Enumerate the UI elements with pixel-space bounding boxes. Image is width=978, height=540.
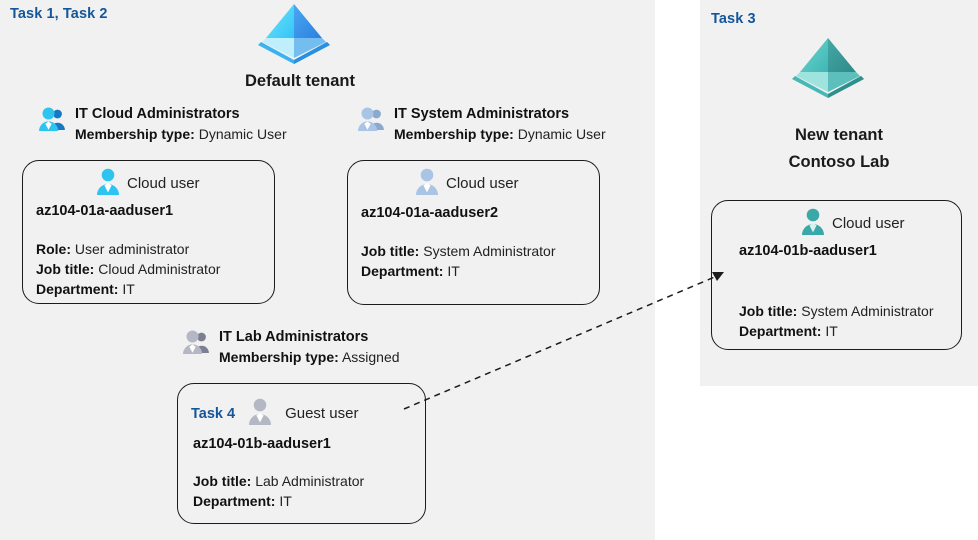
user-card-guest[interactable]: Task 4 Guest user az104-01b-aaduser1 Job…	[177, 383, 426, 524]
membership-value: Dynamic User	[198, 126, 287, 142]
azure-tenant-pyramid-icon-new	[792, 36, 864, 109]
user-card-aaduser2[interactable]: Cloud user az104-01a-aaduser2 Job title:…	[347, 160, 600, 305]
cloud-user-icon	[800, 207, 826, 240]
attr-row: Department: IT	[361, 261, 556, 281]
guest-user-icon	[247, 397, 273, 430]
attr-key: Role:	[36, 241, 71, 257]
user-attributes: Job title: System Administrator Departme…	[361, 241, 556, 281]
attr-value: Lab Administrator	[255, 473, 365, 489]
user-type-label: Cloud user	[127, 175, 200, 192]
task-label-3: Task 3	[711, 11, 756, 27]
group-users-icon	[182, 328, 212, 363]
attr-row: Job title: System Administrator	[361, 241, 556, 261]
user-name: az104-01b-aaduser1	[739, 243, 877, 259]
user-type-label: Cloud user	[832, 215, 905, 232]
attr-key: Department:	[739, 323, 822, 339]
attr-row: Role: User administrator	[36, 239, 220, 259]
default-tenant-caption: Default tenant	[244, 72, 355, 90]
attr-value: User administrator	[74, 241, 190, 257]
attr-row: Department: IT	[193, 491, 364, 511]
attr-value: System Administrator	[801, 303, 934, 319]
attr-row: Job title: Cloud Administrator	[36, 259, 220, 279]
group-it-lab-administrators: IT Lab Administrators Membership type: A…	[182, 328, 400, 366]
group-it-cloud-administrators: IT Cloud Administrators Membership type:…	[38, 105, 287, 143]
user-name: az104-01b-aaduser1	[193, 436, 331, 452]
user-card-aaduser1[interactable]: Cloud user az104-01a-aaduser1 Role: User…	[22, 160, 275, 304]
attr-value: IT	[825, 323, 838, 339]
attr-value: System Administrator	[423, 243, 556, 259]
card-header: Task 4 Guest user	[191, 397, 358, 430]
user-attributes: Job title: System Administrator Departme…	[739, 301, 934, 341]
user-type-label: Guest user	[285, 405, 359, 422]
attr-row: Department: IT	[739, 321, 934, 341]
cloud-user-icon	[414, 167, 440, 200]
attr-key: Job title:	[361, 243, 420, 259]
group-membership: Membership type: Dynamic User	[394, 125, 606, 143]
attr-value: IT	[447, 263, 460, 279]
attr-key: Department:	[361, 263, 444, 279]
attr-key: Job title:	[193, 473, 252, 489]
attr-value: Cloud Administrator	[98, 261, 221, 277]
group-name: IT Lab Administrators	[219, 329, 369, 345]
membership-key: Membership type:	[219, 349, 339, 365]
attr-key: Department:	[36, 281, 119, 297]
membership-key: Membership type:	[75, 126, 195, 142]
group-name: IT Cloud Administrators	[75, 106, 240, 122]
attr-value: IT	[122, 281, 135, 297]
new-tenant-caption-line2: Contoso Lab	[788, 153, 890, 171]
group-membership: Membership type: Assigned	[219, 348, 400, 366]
card-header: Cloud user	[800, 207, 905, 240]
task-label-4: Task 4	[191, 405, 236, 422]
membership-value: Assigned	[341, 349, 400, 365]
group-membership: Membership type: Dynamic User	[75, 125, 287, 143]
group-users-icon	[357, 105, 387, 140]
user-attributes: Job title: Lab Administrator Department:…	[193, 471, 364, 511]
attr-row: Department: IT	[36, 279, 220, 299]
card-header: Cloud user	[414, 167, 519, 200]
membership-key: Membership type:	[394, 126, 514, 142]
attr-row: Job title: System Administrator	[739, 301, 934, 321]
group-it-system-administrators: IT System Administrators Membership type…	[357, 105, 606, 143]
attr-key: Department:	[193, 493, 276, 509]
membership-value: Dynamic User	[517, 126, 606, 142]
azure-tenant-pyramid-icon	[258, 2, 330, 75]
attr-row: Job title: Lab Administrator	[193, 471, 364, 491]
cloud-user-icon	[95, 167, 121, 200]
group-users-icon	[38, 105, 68, 140]
user-name: az104-01a-aaduser2	[361, 205, 499, 221]
task-label-1-2: Task 1, Task 2	[10, 6, 108, 22]
group-name: IT System Administrators	[394, 106, 570, 122]
attr-key: Job title:	[739, 303, 798, 319]
user-type-label: Cloud user	[446, 175, 519, 192]
user-card-new-tenant-user[interactable]: Cloud user az104-01b-aaduser1 Job title:…	[711, 200, 962, 350]
user-attributes: Role: User administrator Job title: Clou…	[36, 239, 220, 299]
new-tenant-caption-line1: New tenant	[794, 126, 883, 144]
card-header: Cloud user	[95, 167, 200, 200]
attr-key: Job title:	[36, 261, 95, 277]
user-name: az104-01a-aaduser1	[36, 203, 174, 219]
attr-value: IT	[279, 493, 292, 509]
